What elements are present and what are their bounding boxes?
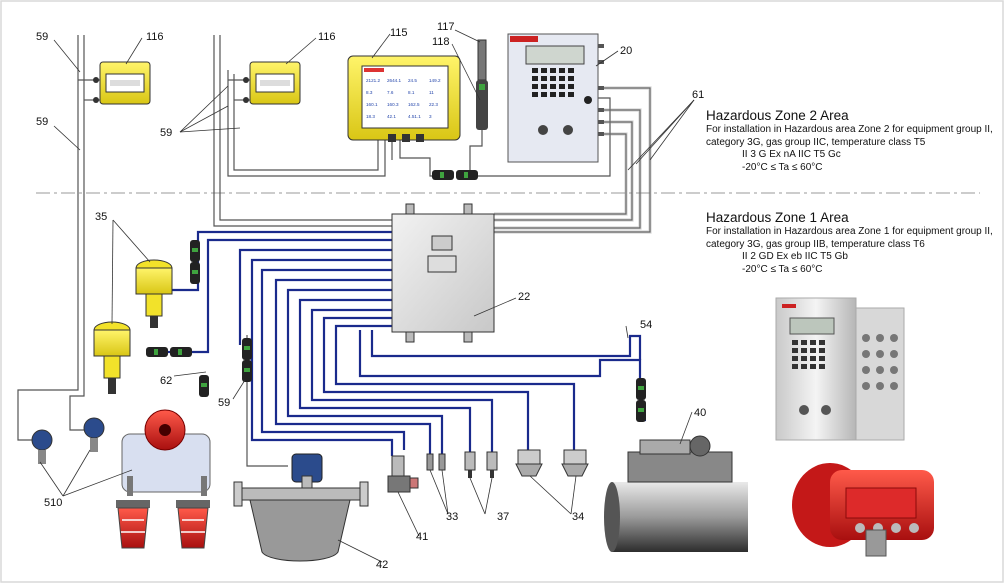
beacon-left — [116, 500, 150, 549]
label-42: 42 — [376, 559, 388, 571]
label-118: 118 — [432, 36, 450, 48]
photo-red-junction-box — [792, 463, 934, 557]
label-54: 54 — [640, 319, 652, 331]
display-reading-cell: 18.3 — [366, 114, 375, 119]
label-59-a: 59 — [36, 31, 48, 43]
label-116-a: 116 — [146, 31, 164, 43]
antenna-117 — [476, 39, 488, 130]
display-reading-cell: 3 — [429, 114, 432, 119]
label-59-c: 59 — [160, 127, 172, 139]
zone2-title: Hazardous Zone 2 Area — [706, 108, 849, 123]
junction-box-116-a — [93, 61, 151, 105]
display-reading-cell: 8.1 — [408, 90, 415, 95]
display-reading-cell: 2121.2 — [366, 78, 380, 83]
label-117: 117 — [437, 21, 455, 33]
label-33: 33 — [446, 511, 458, 523]
zone1-title: Hazardous Zone 1 Area — [706, 210, 849, 225]
pipe-sensor-40 — [604, 435, 748, 552]
logger-panel-20 — [507, 33, 604, 163]
alarm-station-510 — [31, 409, 211, 549]
display-reading-cell: 4.51.1 — [408, 114, 421, 119]
display-reading-cell: 11 — [429, 90, 434, 95]
label-510: 510 — [44, 497, 62, 509]
display-reading-cell: 42.1 — [387, 114, 396, 119]
display-reading-cell: 162.5 — [408, 102, 420, 107]
display-reading-cell: 2644.1 — [387, 78, 401, 83]
label-20: 20 — [620, 45, 632, 57]
zone2-temp: -20°C ≤ Ta ≤ 60°C — [742, 161, 823, 173]
level-sensor-35-b — [93, 321, 131, 394]
label-59-d: 59 — [218, 397, 230, 409]
zone1-temp: -20°C ≤ Ta ≤ 60°C — [742, 263, 823, 275]
photo-logger-enclosure — [775, 297, 905, 441]
display-reading-cell: 7.6 — [387, 90, 394, 95]
display-unit-115 — [347, 55, 461, 142]
leader-lines — [39, 29, 695, 563]
label-22: 22 — [518, 291, 530, 303]
beacon-right — [176, 500, 210, 549]
label-34: 34 — [572, 511, 584, 523]
cable-connectors — [146, 170, 646, 422]
label-37: 37 — [497, 511, 509, 523]
coriolis-flowmeter-42 — [233, 453, 369, 562]
blue-cables — [150, 230, 646, 462]
label-41: 41 — [416, 531, 428, 543]
label-61: 61 — [692, 89, 704, 101]
sensor-34 — [515, 449, 589, 477]
zone1-desc: For installation in Hazardous area Zone … — [706, 226, 993, 250]
label-116-b: 116 — [318, 31, 336, 43]
probe-37 — [464, 451, 498, 478]
label-35: 35 — [95, 211, 107, 223]
junction-box-22 — [391, 203, 495, 343]
transmitter-41 — [387, 455, 419, 493]
display-readings: 2121.2 2644.1 24.5 149.2 8.3 7.6 8.1 11 160.1 160… — [366, 78, 441, 119]
label-62: 62 — [160, 375, 172, 387]
level-sensor-35-a — [135, 259, 173, 328]
label-40: 40 — [694, 407, 706, 419]
label-115: 115 — [390, 27, 408, 39]
zone2-marking: II 3 G Ex nA IIC T5 Gc — [742, 149, 841, 160]
zone2-text: Hazardous Zone 2 Area For installation i… — [706, 108, 996, 174]
zone2-desc: For installation in Hazardous area Zone … — [706, 124, 993, 148]
display-reading-cell: 160.3 — [387, 102, 399, 107]
zone1-text: Hazardous Zone 1 Area For installation i… — [706, 210, 996, 276]
display-reading-cell: 8.3 — [366, 90, 373, 95]
zone1-marking: II 2 GD Ex eb IIC T5 Gb — [742, 251, 848, 262]
display-reading-cell: 24.5 — [408, 78, 417, 83]
display-reading-cell: 149.2 — [429, 78, 441, 83]
junction-box-116-b — [243, 61, 301, 105]
grey-cables — [17, 35, 651, 467]
label-59-b: 59 — [36, 116, 48, 128]
number-labels: 59 59 116 116 115 117 118 20 59 61 35 22… — [36, 21, 706, 571]
display-reading-cell: 160.1 — [366, 102, 378, 107]
display-reading-cell: 22.3 — [429, 102, 438, 107]
